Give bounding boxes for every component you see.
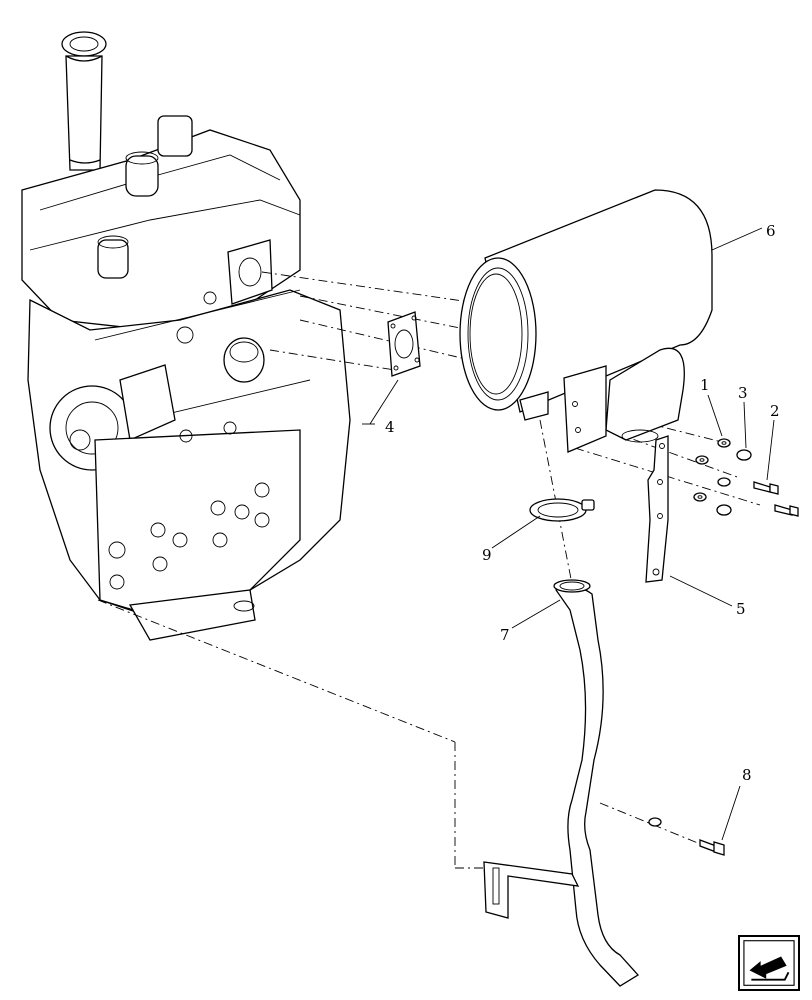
callout-7: 7 <box>500 626 510 644</box>
engine-block <box>21 31 351 641</box>
callout-leaders <box>362 227 775 841</box>
callout-4: 4 <box>385 418 395 436</box>
pipe-clamp <box>529 498 595 522</box>
callout-6: 6 <box>766 222 776 240</box>
callout-labels: 1 2 3 4 5 6 7 8 9 <box>385 222 780 784</box>
exhaust-gasket <box>387 311 421 377</box>
callout-5: 5 <box>736 600 746 618</box>
back-navigation-button[interactable] <box>738 935 800 991</box>
muffler-bracket <box>645 435 669 583</box>
bolt-and-washer-8 <box>648 817 725 856</box>
callout-9: 9 <box>482 546 492 564</box>
arrow-back-icon <box>743 940 795 986</box>
muffler <box>459 189 713 453</box>
callout-1: 1 <box>700 376 710 394</box>
callout-2: 2 <box>770 402 780 420</box>
fastener-hardware <box>693 438 799 517</box>
tail-pipe <box>483 579 640 987</box>
callout-3: 3 <box>738 384 748 402</box>
callout-8: 8 <box>742 766 752 784</box>
